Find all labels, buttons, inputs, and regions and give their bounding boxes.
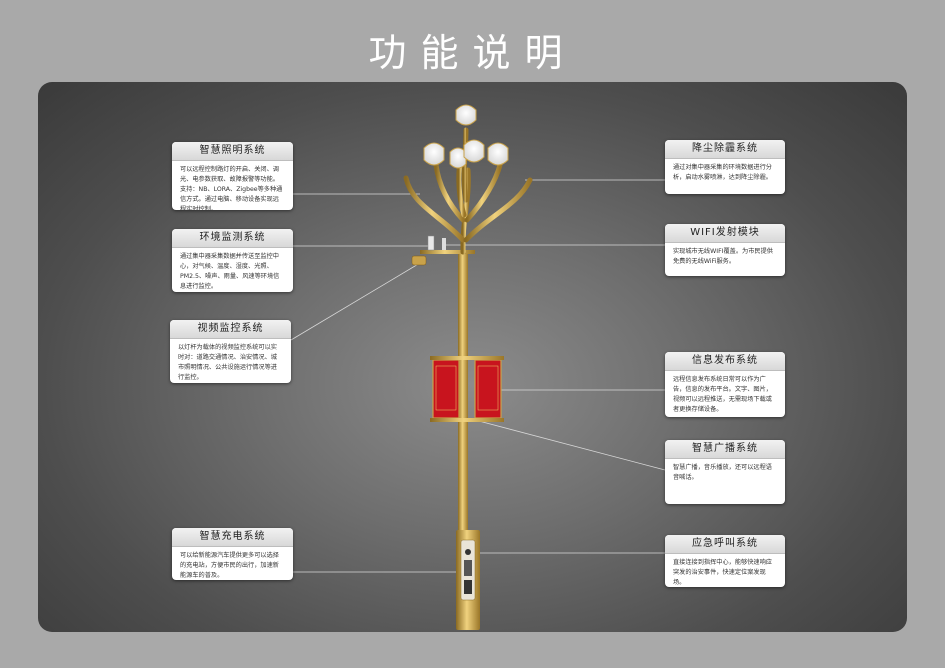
emergency-system-title: 应急呼叫系统 xyxy=(665,535,785,554)
broadcast-system-box: 智慧广播系统 智慧广播，音乐播放，还可以远程语音喊话。 xyxy=(665,440,785,504)
environment-system-title: 环境监测系统 xyxy=(172,229,293,248)
wifi-antenna xyxy=(442,238,446,250)
pole-shaft xyxy=(458,250,468,630)
connector-lines xyxy=(290,179,666,573)
crossarm xyxy=(420,250,475,254)
dust-system-text: 通过对集中器采集的环境数据进行分析，启动水雾喷淋，达到降尘除霾。 xyxy=(673,164,772,181)
environment-system-text: 通过集中器采集数据并传送至监控中心，对气候、温度、湿度、光照、PM2.5、噪声、… xyxy=(180,253,280,290)
dust-system-title: 降尘除霾系统 xyxy=(665,140,785,159)
video-system-text: 以灯杆为载体的视频监控系统可以实时对：道路交通情况、治安情况、城市照明情况、公共… xyxy=(178,344,277,381)
charging-screen xyxy=(464,580,472,594)
page-title: 功能说明 xyxy=(368,31,577,75)
wifi-module-text: 实现城市无线WIFI覆盖。为市民提供免费的无线WiFi服务。 xyxy=(673,248,773,265)
video-system-box: 视频监控系统 以灯杆为载体的视频监控系统可以实时对：道路交通情况、治安情况、城市… xyxy=(170,320,291,383)
info-system-text: 远程信息发布系统日常可以作为广告，信息的发布平台。文字、图片，视频可以远程推送，… xyxy=(673,376,772,413)
dust-system-box: 降尘除霾系统 通过对集中器采集的环境数据进行分析，启动水雾喷淋，达到降尘除霾。 xyxy=(665,140,785,194)
emergency-system-box: 应急呼叫系统 直接连接到指挥中心，能够快速响应突发的治安事件，快速定位案发现场。 xyxy=(665,535,785,587)
wifi-module-title: WIFI发射模块 xyxy=(665,224,785,243)
info-system-box: 信息发布系统 远程信息发布系统日常可以作为广告，信息的发布平台。文字、图片，视频… xyxy=(665,352,785,417)
broadcast-system-text: 智慧广播，音乐播放，还可以远程语音喊话。 xyxy=(673,464,772,481)
broadcast-system-title: 智慧广播系统 xyxy=(665,440,785,459)
lamp-bulbs xyxy=(423,104,509,169)
wifi-module-box: WIFI发射模块 实现城市无线WIFI覆盖。为市民提供免费的无线WiFi服务。 xyxy=(665,224,785,276)
info-system-title: 信息发布系统 xyxy=(665,352,785,371)
lighting-system-title: 智慧照明系统 xyxy=(172,142,293,161)
emergency-button xyxy=(464,560,472,576)
lighting-system-text: 可以远程控制路灯的开启、关闭、调光、电参数获取、故障报警等功能。支持：NB、LO… xyxy=(180,166,283,210)
charging-system-title: 智慧充电系统 xyxy=(172,528,293,547)
emergency-system-text: 直接连接到指挥中心，能够快速响应突发的治安事件，快速定位案发现场。 xyxy=(673,559,772,586)
charging-system-text: 可以给新能源汽车提供更多可以选择的充电站，方便市民的出行，加速新能源车的普及。 xyxy=(180,552,279,579)
charging-system-box: 智慧充电系统 可以给新能源汽车提供更多可以选择的充电站，方便市民的出行，加速新能… xyxy=(172,528,293,580)
camera xyxy=(411,255,427,266)
environment-system-box: 环境监测系统 通过集中器采集数据并传送至监控中心，对气候、温度、湿度、光照、PM… xyxy=(172,229,293,292)
info-banners xyxy=(430,356,504,422)
sensor xyxy=(427,235,435,251)
video-system-title: 视频监控系统 xyxy=(170,320,291,339)
charging-port xyxy=(465,549,471,555)
lighting-system-box: 智慧照明系统 可以远程控制路灯的开启、关闭、调光、电参数获取、故障报警等功能。支… xyxy=(172,142,293,210)
